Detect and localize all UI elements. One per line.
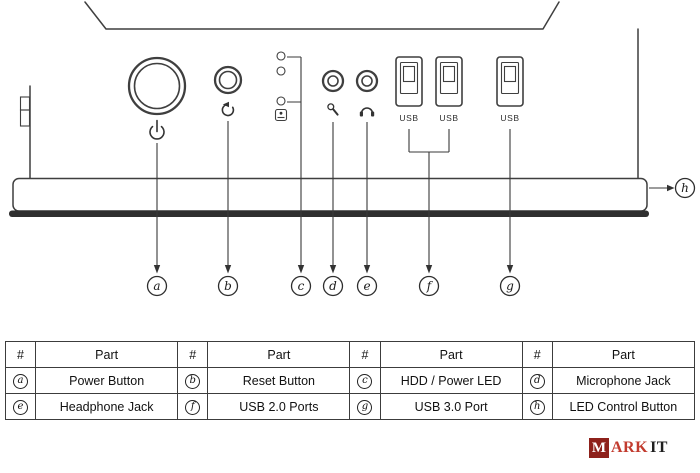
arrowhead-h — [667, 184, 675, 192]
callout-a: a — [146, 275, 168, 297]
arrowhead-d — [329, 265, 337, 274]
mic-jack-hole — [327, 75, 339, 87]
usb3-label: USB — [500, 113, 519, 123]
arrowhead-c — [297, 265, 305, 274]
part-name-cell: LED Control Button — [551, 393, 696, 420]
table-row: a Power Button b Reset Button c HDD / Po… — [4, 367, 696, 394]
callout-c: c — [290, 275, 312, 297]
circled-letter: f — [185, 399, 201, 415]
part-name-cell: HDD / Power LED — [379, 367, 523, 394]
reset-button-cap — [218, 70, 238, 90]
markit-logo: M ARK IT — [589, 438, 668, 458]
svg-text:e: e — [363, 279, 370, 293]
power-led-2 — [276, 66, 286, 76]
circled-letter: d — [529, 373, 545, 389]
callout-f: f — [418, 275, 440, 297]
circled-letter: c — [357, 373, 373, 389]
usb2-label-2: USB — [439, 113, 458, 123]
arrowhead-e — [363, 265, 371, 274]
arrowhead-f — [425, 265, 433, 274]
header-num: # — [4, 341, 37, 368]
reset-button — [213, 65, 243, 117]
power-button — [127, 56, 187, 140]
arrowhead-b — [224, 265, 232, 274]
svg-text:d: d — [329, 279, 337, 293]
header-num: # — [349, 341, 381, 368]
part-name-cell: Microphone Jack — [551, 367, 696, 394]
power-button-cap — [133, 62, 181, 110]
front-strip — [12, 177, 648, 212]
header-num: # — [521, 341, 553, 368]
leader-line-f — [408, 129, 450, 265]
hdd-icon — [274, 108, 288, 122]
arrowhead-g — [506, 265, 514, 274]
part-letter-cell: b — [177, 367, 209, 394]
logo-text-red: ARK — [611, 439, 649, 456]
header-part: Part — [379, 341, 523, 368]
hdd-led — [276, 96, 286, 106]
part-name-cell: USB 3.0 Port — [379, 393, 523, 420]
part-letter-cell: c — [349, 367, 381, 394]
headphone-jack-hole — [361, 75, 373, 87]
svg-text:g: g — [506, 279, 514, 293]
arrowhead-a — [153, 265, 161, 274]
usb2-label-1: USB — [399, 113, 418, 123]
circled-letter: b — [185, 373, 201, 389]
usb2-port-1: USB — [395, 56, 423, 123]
part-name-cell: USB 2.0 Ports — [207, 393, 351, 420]
svg-text:a: a — [153, 279, 160, 293]
callout-h: h — [674, 177, 696, 199]
callout-g: g — [499, 275, 521, 297]
circled-letter: g — [357, 399, 373, 415]
logo-text-dark: IT — [650, 439, 668, 456]
leader-line-c — [287, 56, 302, 265]
header-part: Part — [207, 341, 351, 368]
status-leds — [274, 51, 288, 122]
part-name-cell: Power Button — [35, 367, 179, 394]
headphone-jack — [355, 69, 379, 117]
front-panel-illustration: USB USB USB a b — [9, 1, 696, 297]
parts-table: # Part # Part # Part # Part a Power Butt… — [4, 341, 696, 420]
table-header-row: # Part # Part # Part # Part — [4, 341, 696, 368]
part-letter-cell: f — [177, 393, 209, 420]
headphone-icon — [359, 107, 375, 117]
reset-icon — [221, 101, 235, 117]
header-part: Part — [35, 341, 179, 368]
header-num: # — [177, 341, 209, 368]
side-latch-top — [19, 96, 31, 111]
svg-text:b: b — [224, 279, 232, 293]
callout-d: d — [322, 275, 344, 297]
part-letter-cell: h — [521, 393, 553, 420]
usb2-port-2: USB — [435, 56, 463, 123]
circled-letter: a — [13, 373, 29, 389]
microphone-icon — [327, 103, 339, 116]
power-led — [276, 51, 286, 61]
power-icon — [149, 119, 165, 140]
svg-text:f: f — [426, 279, 434, 293]
microphone-jack — [321, 69, 345, 116]
logo-m-box: M — [589, 438, 609, 458]
case-base-bar — [9, 210, 649, 217]
svg-text:h: h — [681, 181, 689, 195]
top-bezel-line — [84, 1, 560, 30]
part-letter-cell: a — [4, 367, 37, 394]
part-letter-cell: d — [521, 367, 553, 394]
part-letter-cell: e — [4, 393, 37, 420]
part-name-cell: Reset Button — [207, 367, 351, 394]
table-row: e Headphone Jack f USB 2.0 Ports g USB 3… — [4, 393, 696, 420]
header-part: Part — [551, 341, 696, 368]
circled-letter: h — [529, 399, 545, 415]
part-name-cell: Headphone Jack — [35, 393, 179, 420]
side-latch-bottom — [19, 109, 31, 127]
part-letter-cell: g — [349, 393, 381, 420]
circled-letter: e — [13, 399, 29, 415]
svg-text:c: c — [298, 279, 305, 293]
callout-b: b — [217, 275, 239, 297]
callout-e: e — [356, 275, 378, 297]
case-outline — [9, 1, 649, 217]
usb3-port: USB — [496, 56, 524, 123]
